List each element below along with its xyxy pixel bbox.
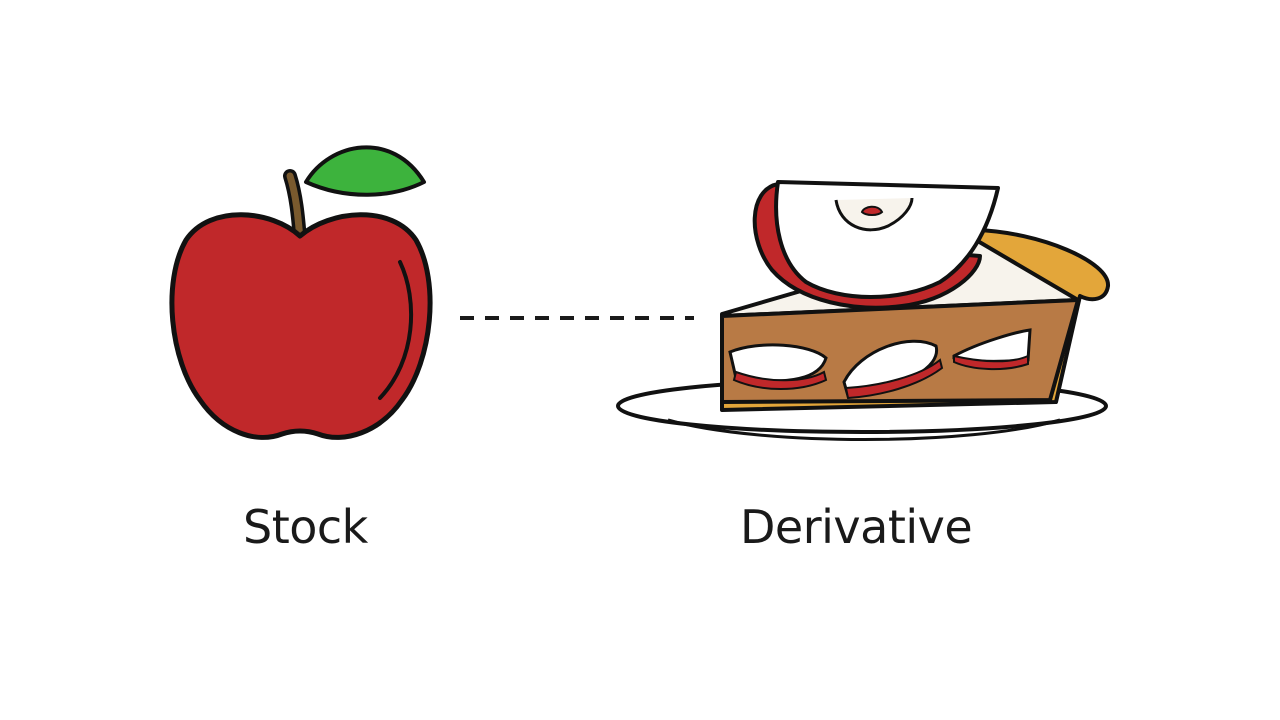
leaf-shape — [304, 145, 426, 197]
apple-pie-slice-icon — [616, 180, 1110, 441]
apple-slice-topping — [752, 180, 1000, 310]
apple-icon — [169, 145, 433, 440]
derivative-label: Derivative — [740, 500, 973, 554]
stock-label: Stock — [243, 500, 368, 554]
filling-apple-pieces — [728, 328, 1032, 400]
apple-body — [169, 212, 433, 440]
